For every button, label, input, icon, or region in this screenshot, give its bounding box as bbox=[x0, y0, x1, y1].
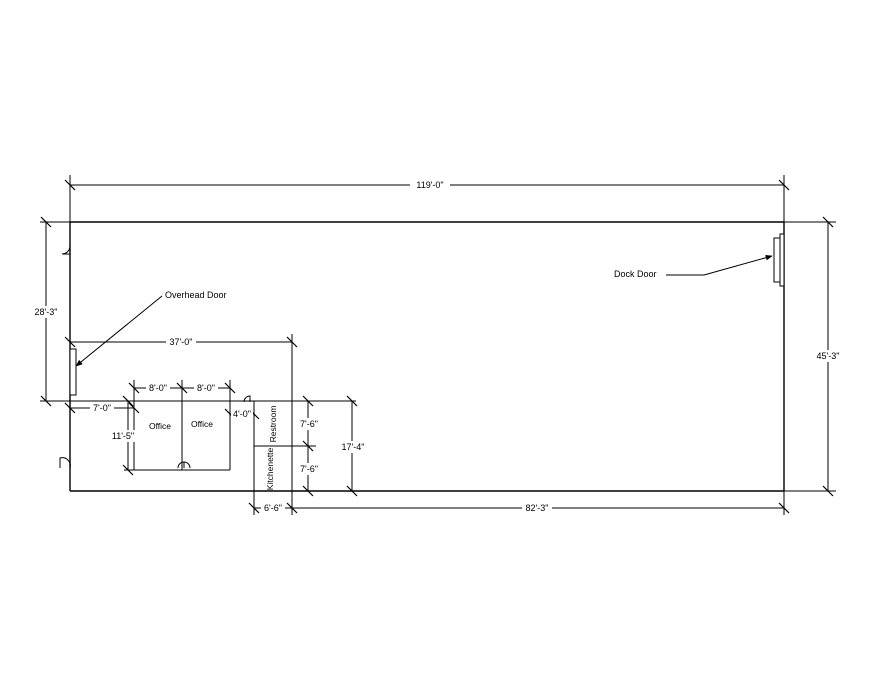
label-office-depth: 11'-5" bbox=[112, 431, 134, 441]
label-corridor: 4'-0" bbox=[233, 409, 251, 419]
room-restroom: Restroom bbox=[268, 406, 278, 443]
dim-office-widths bbox=[128, 380, 236, 401]
room-office-2: Office bbox=[191, 419, 213, 429]
label-office1-width: 8'-0" bbox=[149, 383, 167, 393]
label-restroom-depth: 7'-6" bbox=[300, 419, 318, 429]
label-right-height: 45'-3" bbox=[817, 351, 840, 361]
callout-overhead-door: Overhead Door bbox=[165, 290, 227, 300]
label-office2-width: 8'-0" bbox=[197, 383, 215, 393]
label-kitchenette-depth: 7'-6" bbox=[300, 464, 318, 474]
dim-wet-rooms bbox=[292, 395, 316, 497]
overhead-door bbox=[69, 348, 77, 396]
label-left-height: 28'-3" bbox=[35, 307, 58, 317]
label-overall-width: 119'-0" bbox=[416, 180, 443, 190]
dock-door bbox=[773, 233, 785, 287]
room-kitchenette: Kitchenette bbox=[265, 447, 275, 490]
label-wet-core: 17'-4" bbox=[342, 442, 365, 452]
building-outline bbox=[69, 221, 785, 492]
label-kitchenette-width: 6'-6" bbox=[264, 503, 282, 513]
callout-leaders bbox=[75, 254, 773, 367]
label-front-offset: 7'-0" bbox=[93, 403, 111, 413]
label-warehouse-front: 82'-3" bbox=[526, 503, 549, 513]
callout-dock-door: Dock Door bbox=[614, 269, 657, 279]
room-office-1: Office bbox=[149, 421, 171, 431]
door-swings bbox=[59, 245, 251, 469]
label-office-block: 37'-0" bbox=[170, 337, 193, 347]
